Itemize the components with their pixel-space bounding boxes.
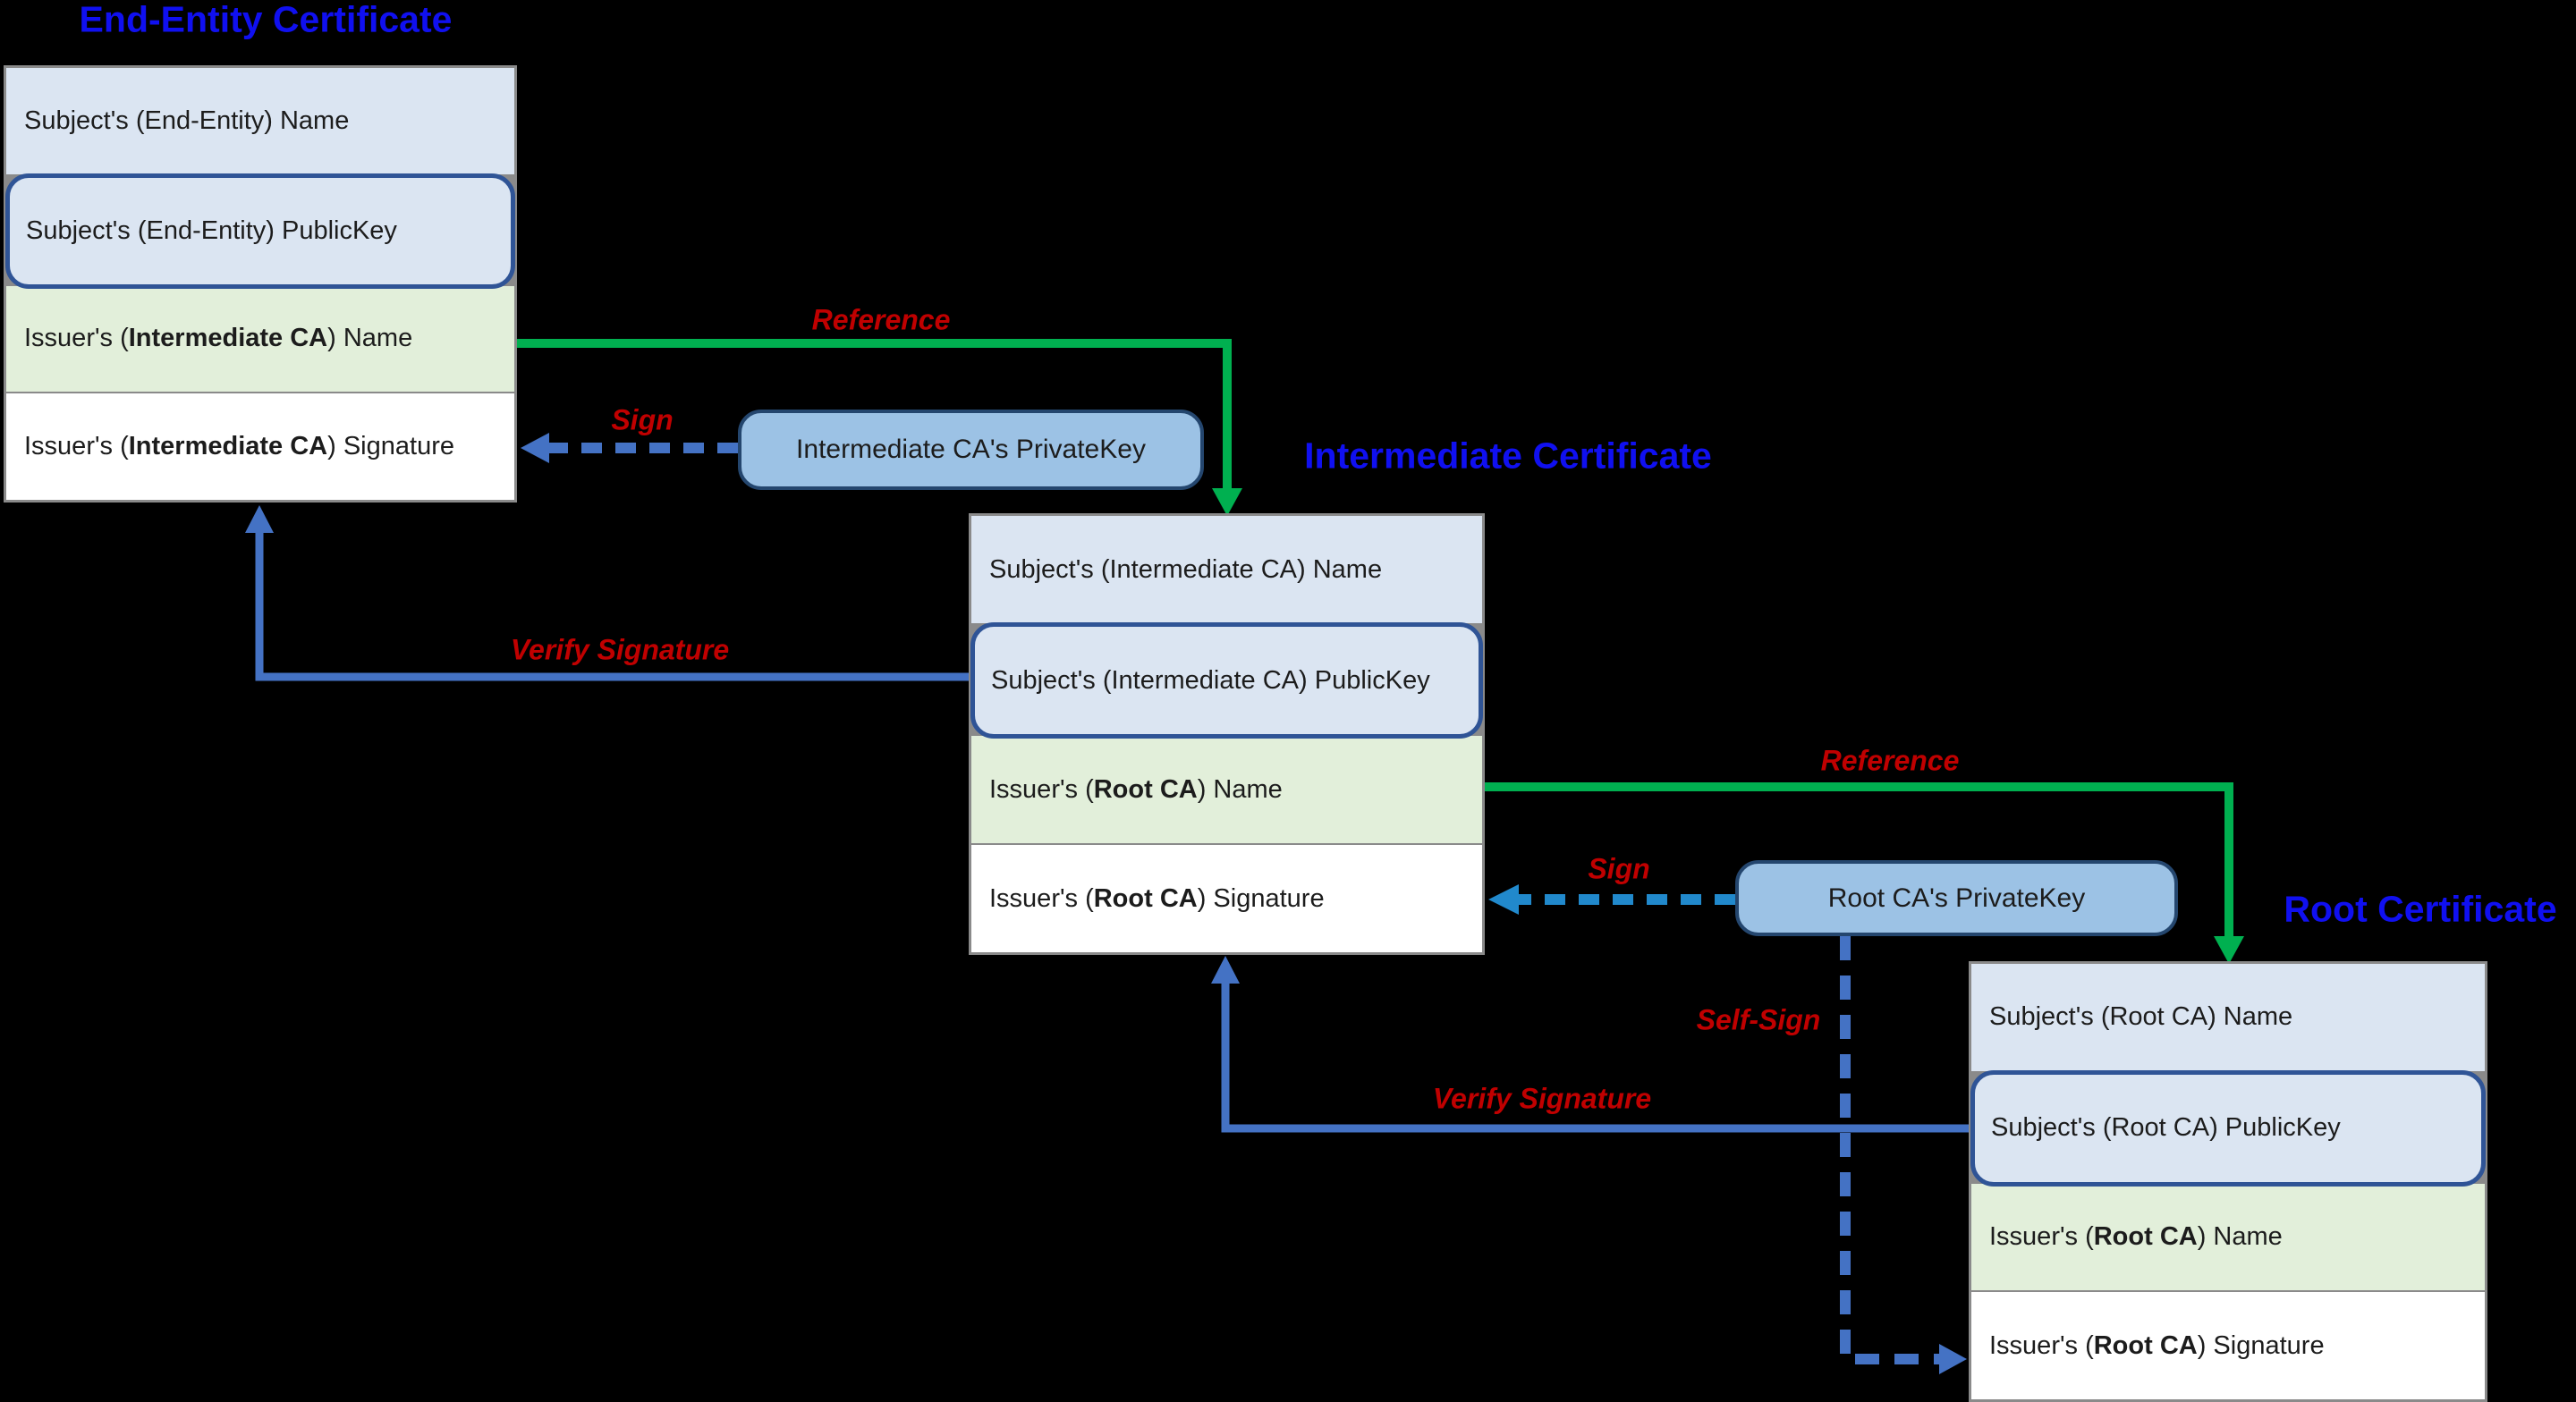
verify-signature-arrow-2 <box>1221 984 1969 1133</box>
end-entity-certificate-title: End-Entity Certificate <box>79 0 453 40</box>
root-subject-publickey-row: Subject's (Root CA) PublicKey <box>1970 1069 2486 1187</box>
reference-label-2: Reference <box>1820 744 1960 777</box>
row-text-bold: Intermediate CA <box>128 432 328 461</box>
row-text: Issuer's ( <box>24 324 129 353</box>
row-text: Issuer's ( <box>24 432 129 461</box>
root-issuer-name-row: Issuer's (Root CA) Name <box>1971 1183 2485 1293</box>
row-text-bold: Root CA <box>1093 883 1198 913</box>
verify-signature-label-2: Verify Signature <box>1432 1082 1652 1115</box>
end-entity-issuer-signature-row: Issuer's (Intermediate CA) Signature <box>6 393 514 500</box>
reference-arrow-2 <box>1485 782 2233 936</box>
reference-label-1: Reference <box>811 303 951 336</box>
root-certificate-title: Root Certificate <box>2284 888 2557 930</box>
row-text: Subject's (Root CA) PublicKey <box>1991 1113 2341 1143</box>
self-sign-arrow-head <box>1939 1344 1967 1374</box>
row-text-bold: Root CA <box>2093 1221 2198 1251</box>
self-sign-arrow <box>1840 936 1939 1364</box>
row-text: ) Name <box>327 324 413 353</box>
verify-signature-label-1: Verify Signature <box>510 633 730 666</box>
row-text: ) Name <box>2197 1221 2283 1251</box>
verify-signature-arrow-1 <box>255 533 969 681</box>
sign-label-2: Sign <box>1588 852 1650 885</box>
row-text: Subject's (Intermediate CA) PublicKey <box>991 665 1430 695</box>
root-issuer-signature-row: Issuer's (Root CA) Signature <box>1971 1292 2485 1399</box>
row-text: Subject's (Root CA) Name <box>1989 1002 2293 1032</box>
row-text: Issuer's ( <box>989 774 1094 804</box>
intermediate-issuer-name-row: Issuer's (Root CA) Name <box>971 736 1482 845</box>
sign-label-1: Sign <box>611 403 674 436</box>
end-entity-certificate-box: Subject's (End-Entity) Name Subject's (E… <box>4 65 517 503</box>
row-text: ) Signature <box>2197 1330 2325 1360</box>
row-text: ) Name <box>1197 774 1283 804</box>
end-entity-subject-publickey-row: Subject's (End-Entity) PublicKey <box>5 173 515 289</box>
verify-signature-arrow-1-head <box>245 505 274 533</box>
sign-arrow-2-head <box>1488 884 1519 915</box>
verify-signature-arrow-2-head <box>1211 956 1240 984</box>
row-text: Issuer's ( <box>1989 1221 2094 1251</box>
reference-arrow-1 <box>517 339 1232 488</box>
end-entity-issuer-name-row: Issuer's (Intermediate CA) Name <box>6 285 514 394</box>
intermediate-certificate-box: Subject's (Intermediate CA) Name Subject… <box>969 513 1485 955</box>
self-sign-label: Self-Sign <box>1696 1003 1821 1036</box>
intermediate-subject-name-row: Subject's (Intermediate CA) Name <box>971 516 1482 625</box>
reference-arrow-2-head <box>2214 936 2244 964</box>
row-text-bold: Intermediate CA <box>128 324 328 353</box>
root-certificate-box: Subject's (Root CA) Name Subject's (Root… <box>1969 961 2487 1402</box>
row-text: Issuer's ( <box>1989 1330 2094 1360</box>
root-subject-name-row: Subject's (Root CA) Name <box>1971 964 2485 1073</box>
row-text: Issuer's ( <box>989 883 1094 913</box>
intermediate-certificate-title: Intermediate Certificate <box>1304 435 1712 477</box>
end-entity-subject-name-row: Subject's (End-Entity) Name <box>6 68 514 176</box>
row-text: Subject's (End-Entity) PublicKey <box>26 215 397 245</box>
intermediate-ca-privatekey-box: Intermediate CA's PrivateKey <box>738 410 1204 490</box>
reference-arrow-1-head <box>1212 488 1242 516</box>
row-text: ) Signature <box>327 432 454 461</box>
sign-arrow-1-head <box>521 433 549 463</box>
row-text: Subject's (End-Entity) Name <box>24 106 350 135</box>
root-ca-privatekey-box: Root CA's PrivateKey <box>1735 860 2178 936</box>
row-text: Subject's (Intermediate CA) Name <box>989 554 1383 584</box>
intermediate-issuer-signature-row: Issuer's (Root CA) Signature <box>971 845 1482 952</box>
row-text-bold: Root CA <box>2093 1330 2198 1360</box>
intermediate-subject-publickey-row: Subject's (Intermediate CA) PublicKey <box>970 622 1483 739</box>
row-text-bold: Root CA <box>1093 774 1198 804</box>
row-text: ) Signature <box>1197 883 1325 913</box>
